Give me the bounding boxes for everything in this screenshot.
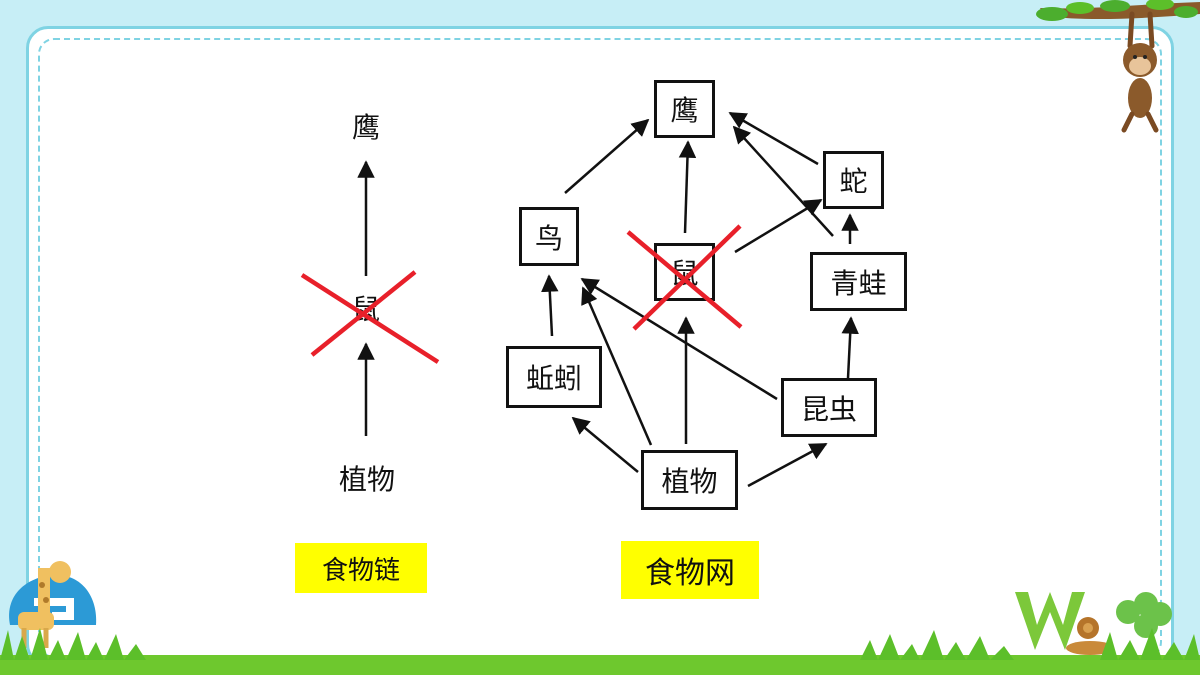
clover-icon [1116, 592, 1172, 638]
web-node-insect: 昆虫 [781, 378, 877, 437]
web-mouse-cross [626, 224, 743, 331]
web-node-snake: 蛇 [823, 151, 884, 209]
web-arrow-mouse-snake [734, 198, 823, 254]
food-chain-caption: 食物链 [295, 543, 427, 593]
web-node-earthworm: 蚯蚓 [506, 346, 602, 408]
web-node-frog: 青蛙 [810, 252, 907, 311]
web-arrow-snake-eagle [728, 111, 819, 166]
web-node-mouse: 鼠 [654, 243, 715, 301]
web-arrow-frog-eagle [732, 125, 834, 237]
chain-mouse-cross [300, 270, 440, 364]
branch-decoration [1036, 0, 1200, 21]
web-arrow-mouse-eagle [678, 140, 697, 234]
web-arrow-plant-bird [581, 286, 653, 446]
snail-icon [1066, 617, 1114, 655]
chain-plant-label: 植物 [338, 463, 395, 496]
web-arrow-plant-insect [747, 442, 828, 488]
grass-strip [0, 628, 1200, 675]
web-arrow-insect-bird [580, 277, 778, 401]
web-node-eagle: 鹰 [654, 80, 715, 138]
monkey-icon [1121, 11, 1159, 133]
letter-w-icon [1015, 592, 1085, 650]
web-arrow-bird-eagle [564, 118, 650, 194]
giraffe-icon [9, 561, 97, 648]
web-arrow-plant-earthworm [571, 416, 639, 473]
chain-eagle-label: 鹰 [351, 111, 380, 144]
web-arrow-earthworm-bird [541, 274, 559, 337]
web-arrow-insect-frog [841, 316, 859, 379]
web-node-bird: 鸟 [519, 207, 579, 266]
food-web-caption: 食物网 [621, 541, 759, 599]
web-node-plant: 植物 [641, 450, 738, 510]
